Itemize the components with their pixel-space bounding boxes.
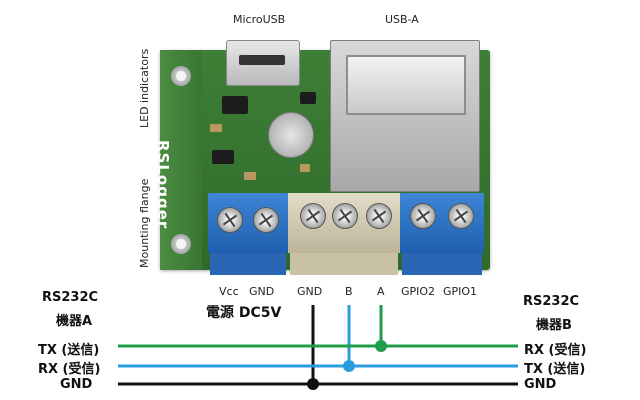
terminal-foot	[210, 253, 286, 275]
screw-terminal-icon	[366, 203, 392, 229]
device-b-gnd-label: GND	[524, 377, 557, 392]
microusb-connector	[226, 40, 300, 86]
mounting-hole-icon	[171, 66, 191, 86]
mounting-hole-icon	[171, 234, 191, 254]
usb-a-label: USB-A	[385, 13, 419, 26]
device-a-title-line1: RS232C	[42, 290, 99, 305]
terminal-label-b: B	[345, 285, 353, 298]
junction-dot-icon	[375, 340, 387, 352]
junction-dot-icon	[307, 378, 319, 390]
terminal-label-gnd: GND	[297, 285, 323, 298]
terminal-label-a: A	[377, 285, 385, 298]
chip	[222, 96, 248, 114]
device-a-rx-label: RX (受信)	[38, 362, 101, 377]
usb-a-port	[346, 55, 466, 115]
junction-dot-icon	[343, 360, 355, 372]
terminal-label-gpio2: GPIO2	[401, 285, 436, 298]
terminal-label-gpio1: GPIO1	[443, 285, 478, 298]
gpio-terminal-block	[400, 193, 484, 253]
device-b-title-line2: 機器B	[536, 318, 572, 333]
coin-cell-battery	[268, 112, 314, 158]
capacitor	[210, 124, 222, 132]
device-b-title-line1: RS232C	[523, 294, 580, 309]
terminal-label-gnd-power: GND	[249, 285, 275, 298]
rs485-terminal-block	[288, 193, 400, 253]
device-b-rx-label: RX (受信)	[524, 343, 587, 358]
device-a-title-line2: 機器A	[56, 314, 93, 329]
screw-terminal-icon	[410, 203, 436, 229]
screw-terminal-icon	[217, 207, 243, 233]
capacitor	[244, 172, 256, 180]
power-label: 電源 DC5V	[206, 305, 282, 321]
screw-terminal-icon	[253, 207, 279, 233]
device-a-gnd-label: GND	[60, 377, 93, 392]
device-a-tx-label: TX (送信)	[38, 343, 100, 358]
power-terminal-block	[208, 193, 288, 253]
chip	[212, 150, 234, 164]
chip	[300, 92, 316, 104]
screw-terminal-icon	[300, 203, 326, 229]
capacitor	[300, 164, 310, 172]
screw-terminal-icon	[332, 203, 358, 229]
mounting-flange	[160, 50, 202, 270]
microusb-label: MicroUSB	[233, 13, 286, 26]
terminal-label-vcc: Vcc	[219, 285, 239, 298]
terminal-foot	[402, 253, 482, 275]
terminal-foot	[290, 253, 398, 275]
device-b-tx-label: TX (送信)	[524, 362, 586, 377]
screw-terminal-icon	[448, 203, 474, 229]
